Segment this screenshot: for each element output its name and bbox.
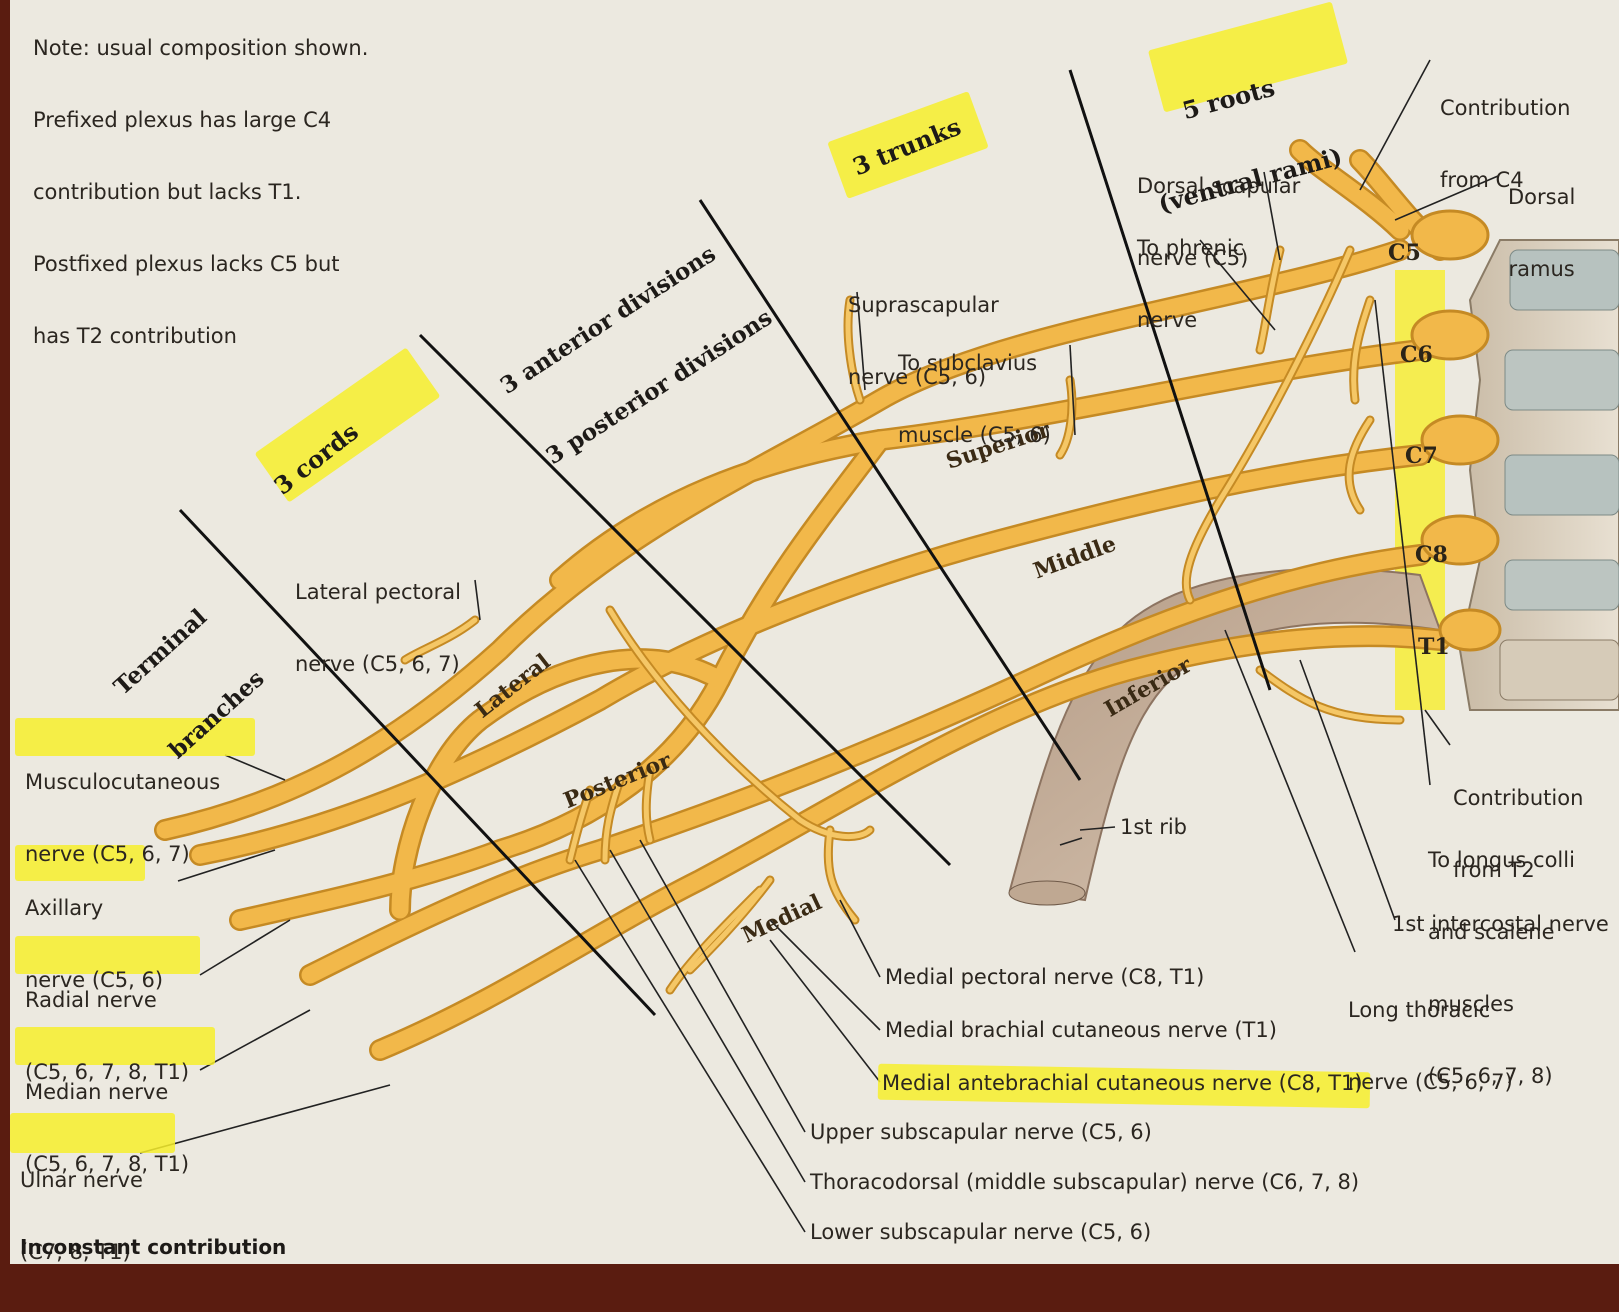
lateral-pectoral-line: nerve (C5, 6, 7) <box>295 652 461 676</box>
terminal-heading-line: Terminal <box>107 603 214 703</box>
note-line: Prefixed plexus has large C4 <box>33 108 368 132</box>
level-c6: C6 <box>1400 342 1433 368</box>
to-phrenic-label: To phrenic nerve <box>1137 188 1244 380</box>
branch-name: Radial nerve <box>25 988 189 1012</box>
dorsal-ramus-line: Dorsal <box>1508 185 1575 209</box>
medial-antebrachial-cutaneous-label: Medial antebrachial cutaneous nerve (C8,… <box>882 1071 1363 1095</box>
lateral-pectoral-line: Lateral pectoral <box>295 580 461 604</box>
first-rib-label: 1st rib <box>1120 815 1187 839</box>
dorsal-ramus-label: Dorsal ramus <box>1508 137 1575 329</box>
note-line: Postfixed plexus lacks C5 but <box>33 252 368 276</box>
level-c5: C5 <box>1388 240 1421 266</box>
thoracodorsal-label: Thoracodorsal (middle subscapular) nerve… <box>810 1170 1359 1194</box>
level-c8: C8 <box>1415 542 1448 568</box>
level-t1: T1 <box>1418 634 1450 660</box>
branch-name: Axillary <box>25 896 163 920</box>
medial-pectoral-label: Medial pectoral nerve (C8, T1) <box>885 965 1204 989</box>
medial-brachial-cutaneous-label: Medial brachial cutaneous nerve (T1) <box>885 1018 1277 1042</box>
longus-colli-line: To longus colli <box>1428 848 1575 872</box>
to-phrenic-line: To phrenic <box>1137 236 1244 260</box>
brachial-plexus-diagram: Note: usual composition shown. Prefixed … <box>0 0 1619 1264</box>
intercostal-label: 1st intercostal nerve <box>1392 912 1609 936</box>
dorsal-ramus-line: ramus <box>1508 257 1575 281</box>
contribution-c4-line: Contribution <box>1440 96 1570 120</box>
to-subclavius-line: muscle (C5, 6) <box>898 423 1051 447</box>
long-thoracic-line: Long thoracic <box>1348 998 1513 1022</box>
note-line: contribution but lacks T1. <box>33 180 368 204</box>
lower-subscapular-label: Lower subscapular nerve (C5, 6) <box>810 1220 1151 1244</box>
note-line: has T2 contribution <box>33 324 368 348</box>
to-subclavius-label: To subclavius muscle (C5, 6) <box>898 303 1051 495</box>
inconstant-contribution-legend: Inconstant contribution <box>20 1235 286 1259</box>
composition-note: Note: usual composition shown. Prefixed … <box>33 0 368 396</box>
to-subclavius-line: To subclavius <box>898 351 1051 375</box>
first-rib <box>1010 569 1440 900</box>
level-c7: C7 <box>1405 443 1438 469</box>
note-line: Note: usual composition shown. <box>33 36 368 60</box>
ulnar-label: Ulnar nerve (C7, 8, T1) <box>20 1120 143 1312</box>
branch-name: Median nerve <box>25 1080 189 1104</box>
to-phrenic-line: nerve <box>1137 308 1244 332</box>
long-thoracic-label: Long thoracic nerve (C5, 6, 7) <box>1348 950 1513 1142</box>
branch-name: Ulnar nerve <box>20 1168 143 1192</box>
branch-name: Musculocutaneous <box>25 770 220 794</box>
long-thoracic-line: nerve (C5, 6, 7) <box>1348 1070 1513 1094</box>
upper-subscapular-label: Upper subscapular nerve (C5, 6) <box>810 1120 1152 1144</box>
lateral-pectoral-label: Lateral pectoral nerve (C5, 6, 7) <box>295 532 461 724</box>
